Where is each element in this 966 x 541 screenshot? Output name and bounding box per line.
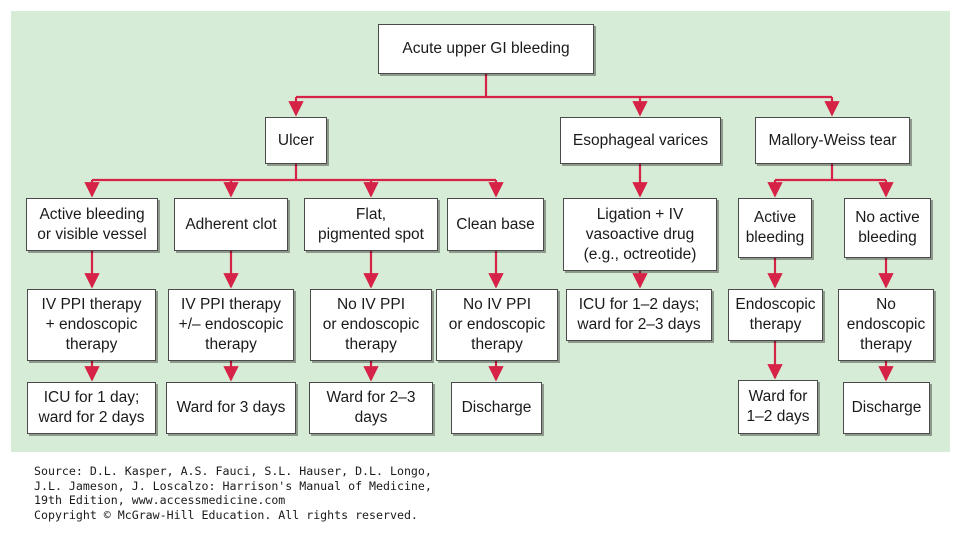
- source-line: 19th Edition, www.accessmedicine.com: [34, 493, 286, 507]
- ulcer-node: Ulcer: [265, 117, 327, 164]
- clot-therapy-node: IV PPI therapy +/– endoscopic therapy: [168, 289, 294, 361]
- mw-no-endoscopic-therapy-node: No endoscopic therapy: [838, 289, 934, 361]
- varices-node: Esophageal varices: [560, 117, 721, 164]
- active-bleeding-node: Active bleeding or visible vessel: [26, 198, 158, 251]
- source-line: Source: D.L. Kasper, A.S. Fauci, S.L. Ha…: [34, 464, 432, 478]
- copyright-line: Copyright © McGraw-Hill Education. All r…: [34, 507, 418, 522]
- clean-disposition-node: Discharge: [451, 382, 542, 434]
- mw-no-active-bleeding-node: No active bleeding: [844, 198, 931, 258]
- mw-none-disposition-node: Discharge: [843, 382, 930, 434]
- flat-pigmented-spot-node: Flat, pigmented spot: [304, 198, 438, 251]
- source-citation: Source: D.L. Kasper, A.S. Fauci, S.L. Ha…: [34, 464, 432, 522]
- adherent-clot-node: Adherent clot: [174, 198, 288, 251]
- mw-active-bleeding-node: Active bleeding: [738, 198, 812, 258]
- mw-active-disposition-node: Ward for 1–2 days: [738, 380, 818, 434]
- flat-disposition-node: Ward for 2–3 days: [309, 382, 433, 434]
- clean-therapy-node: No IV PPI or endoscopic therapy: [436, 289, 558, 361]
- active-therapy-node: IV PPI therapy + endoscopic therapy: [27, 289, 156, 361]
- root-node: Acute upper GI bleeding: [378, 24, 594, 74]
- varices-therapy-node: Ligation + IV vasoactive drug (e.g., oct…: [563, 198, 717, 271]
- varices-disposition-node: ICU for 1–2 days; ward for 2–3 days: [566, 289, 712, 341]
- active-disposition-node: ICU for 1 day; ward for 2 days: [27, 382, 156, 434]
- source-line: J.L. Jameson, J. Loscalzo: Harrison's Ma…: [34, 478, 432, 493]
- clot-disposition-node: Ward for 3 days: [166, 382, 296, 434]
- mw-endoscopic-therapy-node: Endoscopic therapy: [728, 289, 823, 341]
- clean-base-node: Clean base: [447, 198, 544, 251]
- mallory-weiss-node: Mallory-Weiss tear: [755, 117, 910, 164]
- flat-therapy-node: No IV PPI or endoscopic therapy: [310, 289, 432, 361]
